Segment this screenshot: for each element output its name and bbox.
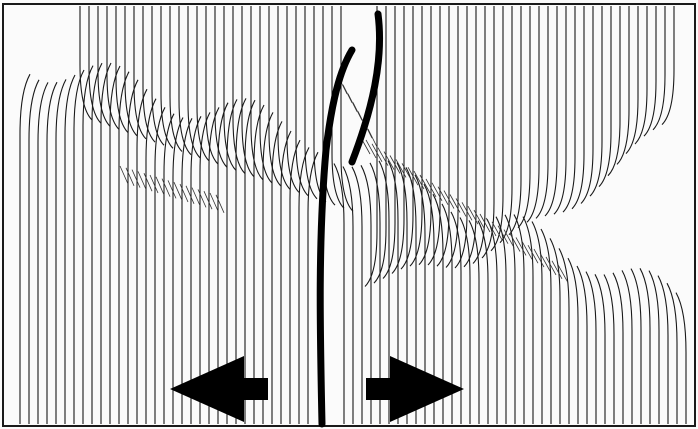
fault-diagram (0, 0, 698, 429)
diagram-canvas (0, 0, 698, 429)
